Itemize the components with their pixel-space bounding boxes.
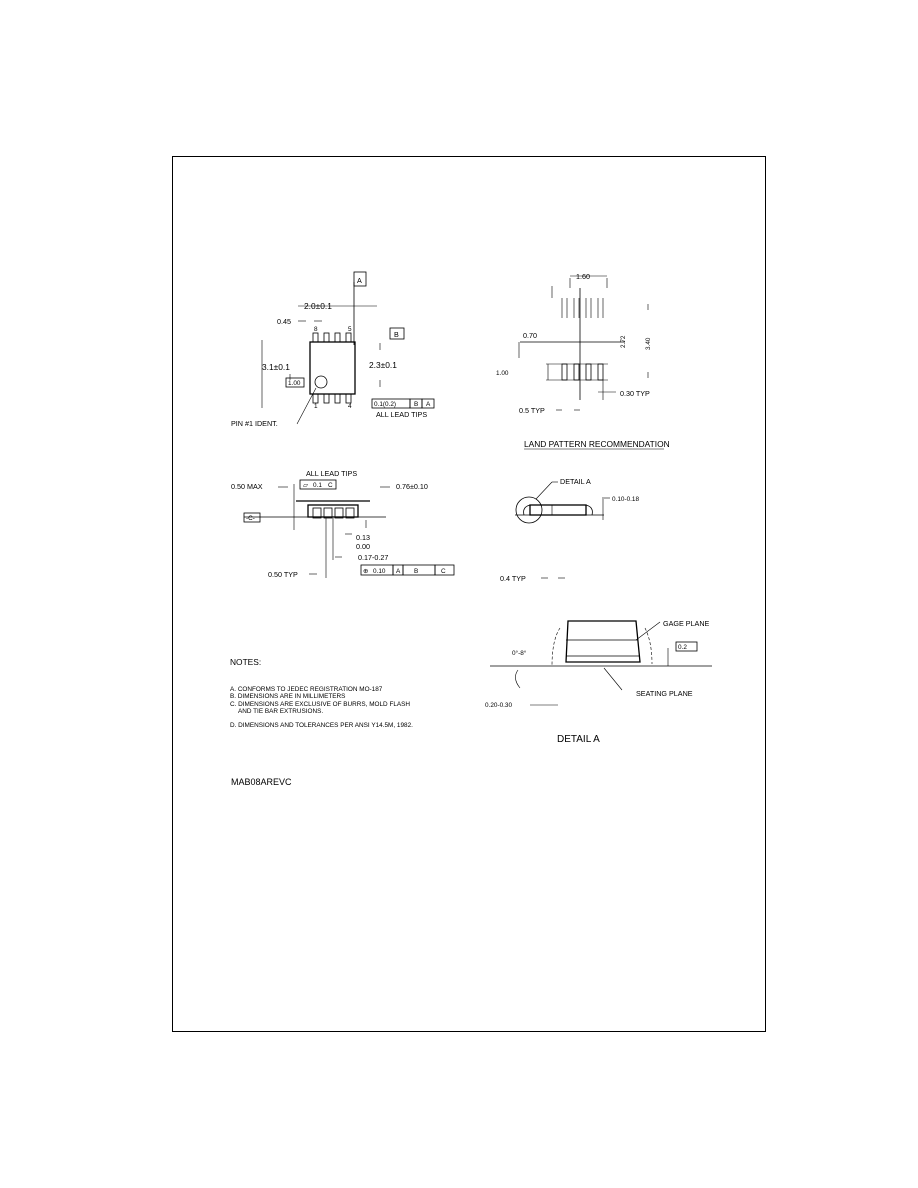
pos-datum-b: B — [414, 568, 418, 575]
fcf-datum-a: A — [426, 401, 431, 408]
notes-block: NOTES: A. CONFORMS TO JEDEC REGISTRATION… — [230, 657, 530, 729]
datum-c-label: -C- — [246, 515, 255, 522]
note-a: A. CONFORMS TO JEDEC REGISTRATION MO-187 — [230, 686, 383, 693]
land-pattern-title: LAND PATTERN RECOMMENDATION — [524, 439, 670, 449]
dim-body: 2.3±0.1 — [369, 360, 397, 370]
dim-width: 2.0±0.1 — [304, 301, 332, 311]
detail-foot-length: 0.20-0.30 — [485, 702, 512, 709]
land-pattern-view: 1.60 0.70 1.00 2.72 3.40 0.30 — [496, 272, 670, 450]
land-dim-right-a: 2.72 — [620, 335, 627, 348]
fcf-tolerance: 0.1(0.2) — [374, 401, 396, 408]
side-thk-a: 0.13 — [356, 533, 370, 542]
seating-plane-label: SEATING PLANE — [636, 689, 693, 698]
dim-height: 3.1±0.1 — [262, 362, 290, 372]
land-dim-right-b: 3.40 — [645, 337, 652, 350]
notes-header: NOTES: — [230, 657, 262, 667]
all-lead-tips-label: ALL LEAD TIPS — [376, 410, 427, 419]
coplanarity-value: 0.1 — [313, 482, 322, 489]
side-view: ALL LEAD TIPS 0.50 MAX ▱ 0.1 C 0.76±0.10… — [231, 469, 455, 579]
pos-symbol: ⊕ — [363, 568, 368, 575]
land-dim-left-low: 1.00 — [496, 370, 509, 377]
note-c-line1: C. DIMENSIONS ARE EXCLUSIVE OF BURRS, MO… — [230, 700, 411, 708]
drawing-border — [172, 156, 766, 1032]
datum-a-label: A — [357, 276, 362, 285]
end-view: DETAIL A 0.10-0.18 0.4 TYP — [500, 477, 639, 583]
land-dim-top: 1.60 — [576, 272, 590, 281]
side-thk-b: 0.00 — [356, 542, 370, 551]
coplanarity-datum: C — [328, 482, 333, 489]
end-thickness: 0.10-0.18 — [612, 496, 639, 503]
note-b: B. DIMENSIONS ARE IN MILLIMETERS — [230, 693, 346, 701]
side-pitch: 0.50 TYP — [268, 570, 298, 579]
pin1-ident-label: PIN #1 IDENT. — [231, 419, 278, 428]
end-detail-a-label: DETAIL A — [560, 477, 591, 486]
datum-b-label: B — [394, 330, 399, 339]
pos-tol-value: 0.10 — [373, 568, 386, 575]
land-dim-left-mid: 0.70 — [523, 331, 537, 340]
detail-a-title: DETAIL A — [557, 734, 600, 745]
pin-8-label: 8 — [314, 326, 318, 333]
coplanarity-symbol: ▱ — [303, 482, 308, 489]
land-pad-width: 0.30 TYP — [620, 389, 650, 398]
gage-dimension: 0.2 — [678, 644, 687, 651]
side-all-lead-tips: ALL LEAD TIPS — [306, 469, 357, 478]
side-lead-width: 0.17-0.27 — [358, 553, 388, 562]
side-max-height: 0.50 MAX — [231, 482, 263, 491]
pin-5-label: 5 — [348, 326, 352, 333]
side-lead-length: 0.76±0.10 — [396, 482, 428, 491]
drawing-number: MAB08AREVC — [231, 777, 292, 787]
pos-datum-c: C — [441, 568, 446, 575]
dim-pin-pitch: 0.45 — [277, 317, 291, 326]
detail-a-view: GAGE PLANE 0°-8° 0.2 SEATING PLANE 0.20-… — [485, 619, 712, 745]
note-d: D. DIMENSIONS AND TOLERANCES PER ANSI Y1… — [230, 721, 413, 729]
fcf-datum-b: B — [414, 401, 418, 408]
end-pitch: 0.4 TYP — [500, 574, 526, 583]
gage-plane-label: GAGE PLANE — [663, 619, 710, 628]
pin-1-label: 1 — [314, 403, 318, 410]
note-c-line2: AND TIE BAR EXTRUSIONS. — [238, 708, 324, 716]
pos-datum-a: A — [396, 568, 401, 575]
detail-angle: 0°-8° — [512, 649, 527, 657]
land-pitch: 0.5 TYP — [519, 406, 545, 415]
pin-4-label: 4 — [348, 403, 352, 410]
top-view: A 2.0±0.1 0.45 8 5 1 4 B 3.1±0.1 — [231, 271, 435, 428]
dim-frame-left: 1.00 — [288, 380, 301, 387]
